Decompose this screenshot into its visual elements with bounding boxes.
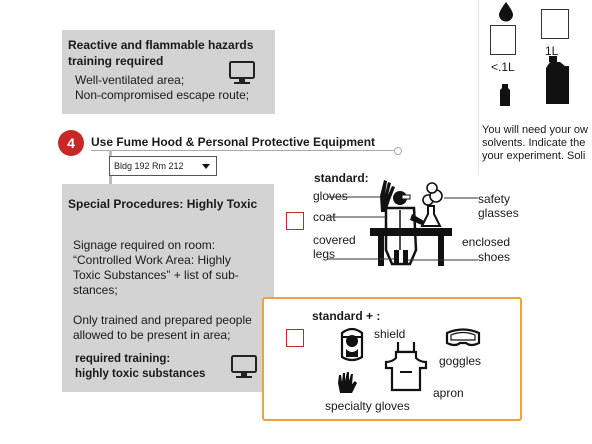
special-para1-line2: “Controlled Work Area: Highly bbox=[73, 253, 231, 267]
hazard-title: Reactive and flammable hazards training … bbox=[68, 38, 254, 68]
large-bottle-icon bbox=[546, 56, 569, 104]
shield-label: shield bbox=[374, 327, 406, 341]
goggles-label: goggles bbox=[439, 354, 482, 368]
special-title: Special Procedures: Highly Toxic bbox=[68, 197, 258, 211]
legs-label-2: legs bbox=[313, 247, 336, 261]
hazard-box: Reactive and flammable hazards training … bbox=[62, 30, 275, 114]
standard-ppe-checkbox[interactable] bbox=[286, 212, 304, 230]
glasses-label-1: safety bbox=[478, 192, 511, 206]
location-select-value: Bldg 192 Rm 212 bbox=[114, 161, 184, 171]
special-para1-line3: Toxic Substances” + list of sub- bbox=[73, 268, 239, 282]
divider-endpoint bbox=[394, 147, 402, 155]
legs-label-1: covered bbox=[313, 233, 356, 247]
shoes-label-2: shoes bbox=[478, 250, 511, 264]
special-para2-line2: allowed to be present in area; bbox=[73, 328, 231, 342]
container-text-1: You will need your ow bbox=[482, 124, 588, 136]
face-shield-icon bbox=[340, 327, 364, 362]
shoes-label-1: enclosed bbox=[462, 235, 511, 249]
step-title: Use Fume Hood & Personal Protective Equi… bbox=[91, 135, 376, 149]
glasses-label-2: glasses bbox=[478, 206, 519, 220]
training-line2: highly toxic substances bbox=[75, 368, 206, 380]
specialty-gloves-label: specialty gloves bbox=[325, 399, 410, 413]
hazard-line-2: Non-compromised escape route; bbox=[75, 88, 250, 102]
lab-worker-icon bbox=[328, 180, 478, 266]
extra-ppe-checkbox[interactable] bbox=[286, 329, 304, 347]
goggles-icon bbox=[445, 328, 481, 347]
step-badge: 4 bbox=[58, 130, 84, 156]
hazard-line-1: Well-ventilated area; bbox=[75, 73, 185, 87]
location-select[interactable]: Bldg 192 Rm 212 bbox=[109, 156, 217, 176]
container-text-3: your experiment. Soli bbox=[482, 150, 586, 162]
special-para1-line4: stances; bbox=[73, 283, 118, 297]
training-line1: required training: bbox=[75, 353, 171, 365]
special-procedures-box: Special Procedures: Highly Toxic Signage… bbox=[62, 184, 274, 392]
extra-ppe-panel bbox=[262, 297, 522, 421]
small-bottle-icon bbox=[500, 84, 510, 106]
container-panel bbox=[478, 0, 592, 175]
standard-ppe-heading: standard: bbox=[314, 171, 369, 185]
large-volume-label: 1L bbox=[545, 44, 559, 58]
special-para2-line1: Only trained and prepared people bbox=[73, 313, 252, 327]
gloves-label: gloves bbox=[313, 189, 348, 203]
extra-ppe-heading: standard + : bbox=[312, 309, 381, 323]
header-divider bbox=[91, 150, 396, 151]
apron-label: apron bbox=[433, 386, 464, 400]
glove-icon bbox=[338, 372, 357, 393]
droplet-icon bbox=[499, 2, 513, 22]
small-volume-checkbox[interactable] bbox=[490, 25, 516, 55]
small-volume-label: <.1L bbox=[491, 60, 515, 74]
coat-label: coat bbox=[313, 210, 336, 224]
computer-icon[interactable] bbox=[227, 60, 257, 86]
chevron-down-icon bbox=[202, 164, 210, 169]
special-para1-line1: Signage required on room: bbox=[73, 238, 216, 252]
computer-icon[interactable] bbox=[229, 354, 259, 380]
apron-icon bbox=[384, 342, 428, 392]
container-text-2: solvents. Indicate the bbox=[482, 137, 586, 149]
large-volume-checkbox[interactable] bbox=[541, 9, 569, 39]
